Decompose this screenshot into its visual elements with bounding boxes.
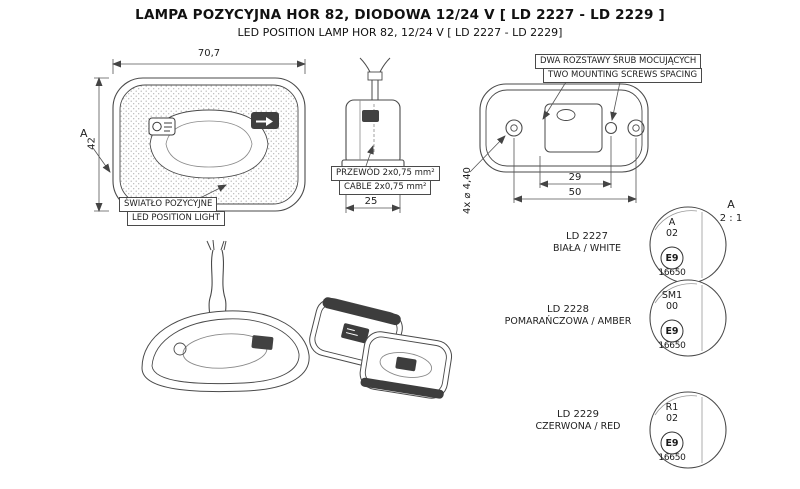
- page-title: LAMPA POZYCYJNA HOR 82, DIODOWA 12/24 V …: [135, 7, 665, 23]
- variant-ld2228: LD 2228 POMARAŃCZOWA / AMBER: [492, 303, 644, 328]
- screws-leader-right: [610, 81, 621, 121]
- dim-outer-spacing-label: 50: [568, 187, 582, 198]
- variant-ld2227: LD 2227 BIAŁA / WHITE: [530, 230, 644, 255]
- cable-leader: [365, 145, 374, 167]
- variant-color: CZERWONA / RED: [535, 421, 621, 432]
- callout-screws-pl: DWA ROZSTAWY ŚRUB MOCUJĄCYCH: [535, 54, 702, 69]
- position-light-leader: [199, 184, 227, 199]
- variant-ld2229: LD 2229 CZERWONA / RED: [512, 408, 644, 433]
- detail-views: [649, 206, 727, 469]
- back-dimension-lines: [469, 81, 637, 203]
- approval-number: 16650: [658, 453, 686, 463]
- approval-rev: 02: [665, 413, 679, 424]
- detail-circle-ld2228: [649, 279, 727, 357]
- lamp-back-inner: [485, 89, 643, 167]
- molded-mark-right: [251, 112, 279, 129]
- molded-mark-left: [148, 117, 176, 136]
- callout-position-light-pl: ŚWIATŁO POZYCYJNE: [119, 197, 218, 212]
- cable-sleeve: [367, 71, 383, 81]
- callout-position-light-en: LED POSITION LIGHT: [127, 211, 225, 226]
- dim-width-label: 70,7: [197, 48, 221, 59]
- perspective-views: [141, 239, 453, 399]
- cable-gland: [556, 109, 576, 121]
- title-block: LAMPA POZYCYJNA HOR 82, DIODOWA 12/24 V …: [0, 7, 800, 39]
- detail-marker-label: A: [727, 198, 735, 211]
- screw-hole-outer-right: [627, 119, 645, 137]
- e-mark: E9: [665, 326, 679, 337]
- cable: [371, 80, 379, 100]
- front-view: [112, 77, 306, 212]
- approval-mark-ld2229: R1 02 E9 16650: [654, 402, 690, 464]
- approval-mark-ld2227: A 02 E9 16650: [654, 217, 690, 279]
- junction-box: [544, 103, 603, 153]
- variant-color: BIAŁA / WHITE: [552, 243, 622, 254]
- approval-number: 16650: [658, 341, 686, 351]
- callout-cable-en: CABLE 2x0,75 mm²: [339, 180, 432, 195]
- holes-leader: [469, 135, 506, 173]
- approval-number: 16650: [658, 268, 686, 278]
- dim-inner-spacing-label: 29: [568, 172, 582, 183]
- approval-class: A: [668, 217, 676, 228]
- e-mark: E9: [665, 438, 679, 449]
- detail-scale-label: 2 : 1: [719, 213, 743, 224]
- variant-code: LD 2228: [547, 304, 589, 315]
- e-mark-ring-1: [660, 246, 684, 270]
- detail-circle-ld2229: [649, 391, 727, 469]
- wire-end-left: [359, 57, 371, 73]
- approval-rev: 00: [665, 301, 679, 312]
- e-mark: E9: [665, 253, 679, 264]
- front-dimension-lines: [92, 59, 306, 212]
- section-a-leader: [92, 147, 111, 173]
- screw-hole-left: [505, 119, 523, 137]
- approval-class: R1: [665, 402, 679, 413]
- variant-color: POMARAŃCZOWA / AMBER: [504, 316, 632, 327]
- dim-depth-label: 25: [364, 196, 378, 207]
- callout-cable-pl: PRZEWÓD 2x0,75 mm²: [331, 166, 440, 181]
- dim-height-label: 42: [86, 137, 98, 150]
- e-mark-ring-2: [660, 319, 684, 343]
- perspective-lamp-large: [141, 310, 310, 393]
- side-view: [341, 57, 405, 171]
- back-view: [479, 83, 649, 173]
- wire-end-right: [379, 57, 391, 73]
- callout-screws-en: TWO MOUNTING SCREWS SPACING: [543, 68, 703, 83]
- lens-optic-inner: [165, 120, 253, 168]
- side-mark: [362, 110, 379, 122]
- lamp-side-body: [345, 99, 401, 167]
- perspective-lamp-right: [359, 331, 453, 399]
- section-marker-label: A: [80, 127, 88, 140]
- variant-code: LD 2229: [557, 409, 599, 420]
- variant-code: LD 2227: [566, 231, 608, 242]
- lens-optic-outer: [149, 109, 269, 179]
- approval-rev: 02: [665, 228, 679, 239]
- approval-mark-ld2228: SM1 00 E9 16650: [654, 290, 690, 352]
- page-subtitle: LED POSITION LAMP HOR 82, 12/24 V [ LD 2…: [237, 26, 563, 39]
- screw-hole-inner-right: [604, 121, 618, 135]
- holes-spec-label: 4x ⌀ 4,40: [462, 167, 473, 214]
- e-mark-ring-3: [660, 431, 684, 455]
- approval-class: SM1: [661, 290, 683, 301]
- screws-leader-left: [542, 81, 567, 120]
